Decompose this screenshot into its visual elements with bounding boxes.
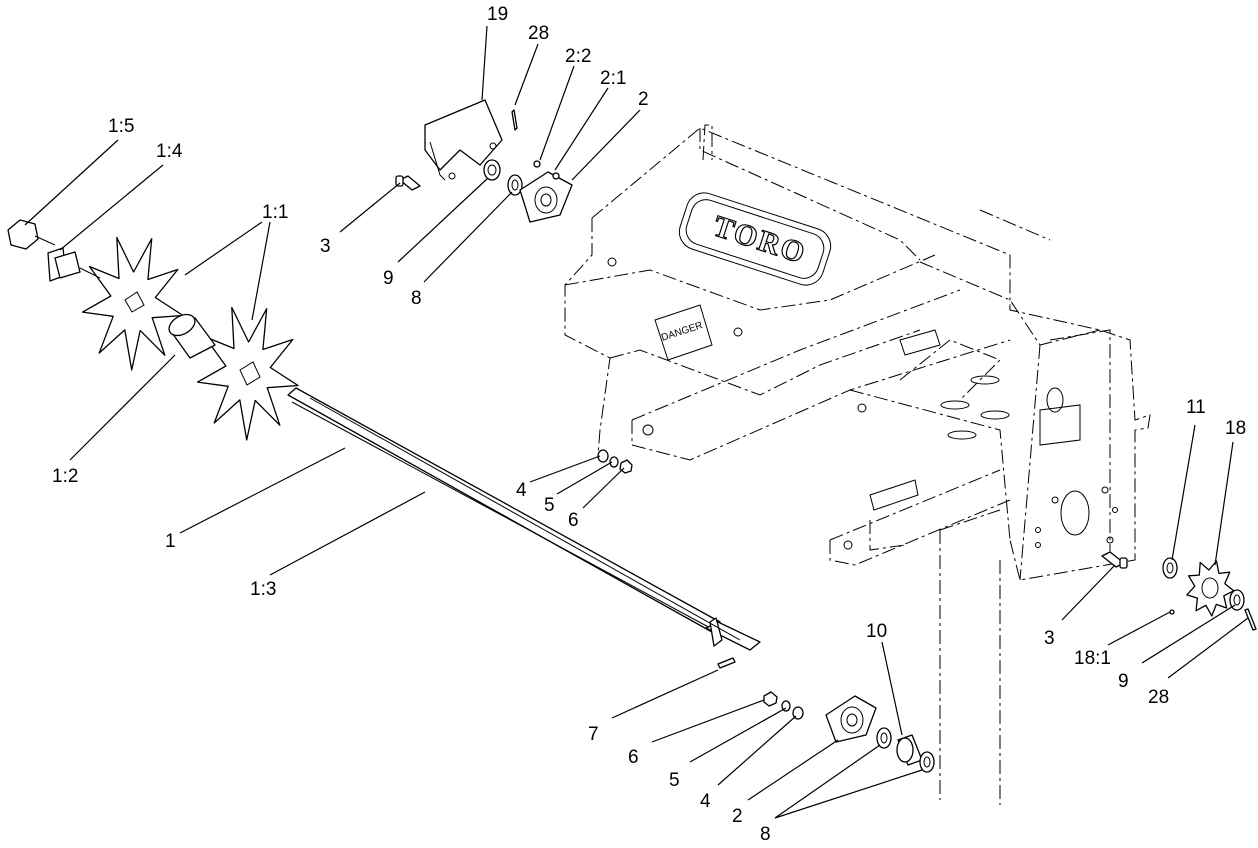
callout-10: 10 bbox=[866, 621, 887, 642]
callout-5-low: 5 bbox=[669, 770, 680, 791]
shaft-key bbox=[717, 657, 736, 669]
flange-bearing-low bbox=[825, 695, 877, 743]
callout-2-low: 2 bbox=[732, 806, 743, 827]
callout-4-low: 4 bbox=[700, 791, 711, 812]
square-adapter bbox=[47, 247, 81, 282]
callout-11: 11 bbox=[1186, 397, 1206, 418]
spider-wheel-front bbox=[81, 236, 184, 371]
bearing-bolt bbox=[552, 172, 560, 180]
callout-1: 1 bbox=[165, 531, 176, 552]
frame-housing bbox=[564, 124, 1151, 805]
spacer-tube bbox=[168, 313, 216, 359]
callout-1-1: 1:1 bbox=[262, 202, 288, 223]
washer-9-right bbox=[1229, 589, 1245, 611]
flange-bearing-top bbox=[519, 171, 573, 223]
danger-decal: DANGER bbox=[660, 320, 704, 344]
setscrew-18-1 bbox=[1169, 609, 1175, 615]
callout-2-1: 2:1 bbox=[600, 68, 626, 89]
callout-8-top: 8 bbox=[411, 288, 422, 309]
callout-1-4: 1:4 bbox=[156, 141, 183, 162]
cotter-pin-right bbox=[1244, 608, 1257, 631]
callout-6-mid: 6 bbox=[568, 510, 579, 531]
toro-logo: TORO bbox=[709, 210, 810, 271]
callout-7: 7 bbox=[588, 724, 599, 745]
lockwasher-5-mid bbox=[609, 456, 619, 468]
callout-labels: 19 28 2:2 2:1 2 1:5 1:4 1:1 3 9 8 1:2 4 … bbox=[52, 4, 1246, 845]
callout-19: 19 bbox=[487, 4, 508, 25]
callout-1-5: 1:5 bbox=[108, 116, 134, 137]
callout-8-low: 8 bbox=[760, 824, 771, 845]
washer-4-mid bbox=[597, 449, 609, 463]
washer-8-low-b bbox=[919, 751, 935, 773]
washer-11 bbox=[1162, 557, 1178, 579]
washer-8-top bbox=[507, 174, 523, 196]
sprocket bbox=[1186, 560, 1235, 617]
callout-9-top: 9 bbox=[383, 268, 394, 289]
callout-28-top: 28 bbox=[528, 23, 549, 44]
carriage-bolt-right bbox=[1101, 551, 1128, 569]
callout-1-3: 1:3 bbox=[250, 579, 276, 600]
grease-fitting bbox=[533, 160, 541, 168]
carriage-bolt-top bbox=[395, 175, 421, 191]
callout-3-top: 3 bbox=[320, 236, 331, 257]
callout-3-right: 3 bbox=[1044, 628, 1055, 649]
callout-9-right: 9 bbox=[1118, 671, 1129, 692]
washer-8-low-a bbox=[876, 727, 892, 749]
chain-guard bbox=[424, 99, 503, 181]
nut-6-low bbox=[763, 691, 778, 707]
leader-lines bbox=[24, 25, 1249, 819]
callout-18: 18 bbox=[1225, 418, 1246, 439]
spacer-10 bbox=[896, 734, 923, 766]
rotor-shaft bbox=[287, 387, 761, 651]
callout-4-mid: 4 bbox=[516, 480, 527, 501]
callout-5-mid: 5 bbox=[544, 495, 555, 516]
washer-9-top bbox=[483, 159, 501, 181]
callout-6-low: 6 bbox=[628, 747, 639, 768]
spider-wheel-rear bbox=[196, 306, 299, 441]
callout-1-2: 1:2 bbox=[52, 466, 78, 487]
nut-6-mid bbox=[619, 459, 633, 474]
callout-18-1: 18:1 bbox=[1074, 648, 1111, 669]
callout-28-right: 28 bbox=[1148, 687, 1169, 708]
hex-nut-large bbox=[7, 219, 39, 250]
callout-2-top: 2 bbox=[638, 89, 649, 110]
cotter-pin-top bbox=[511, 109, 518, 131]
callout-2-2: 2:2 bbox=[565, 46, 591, 67]
